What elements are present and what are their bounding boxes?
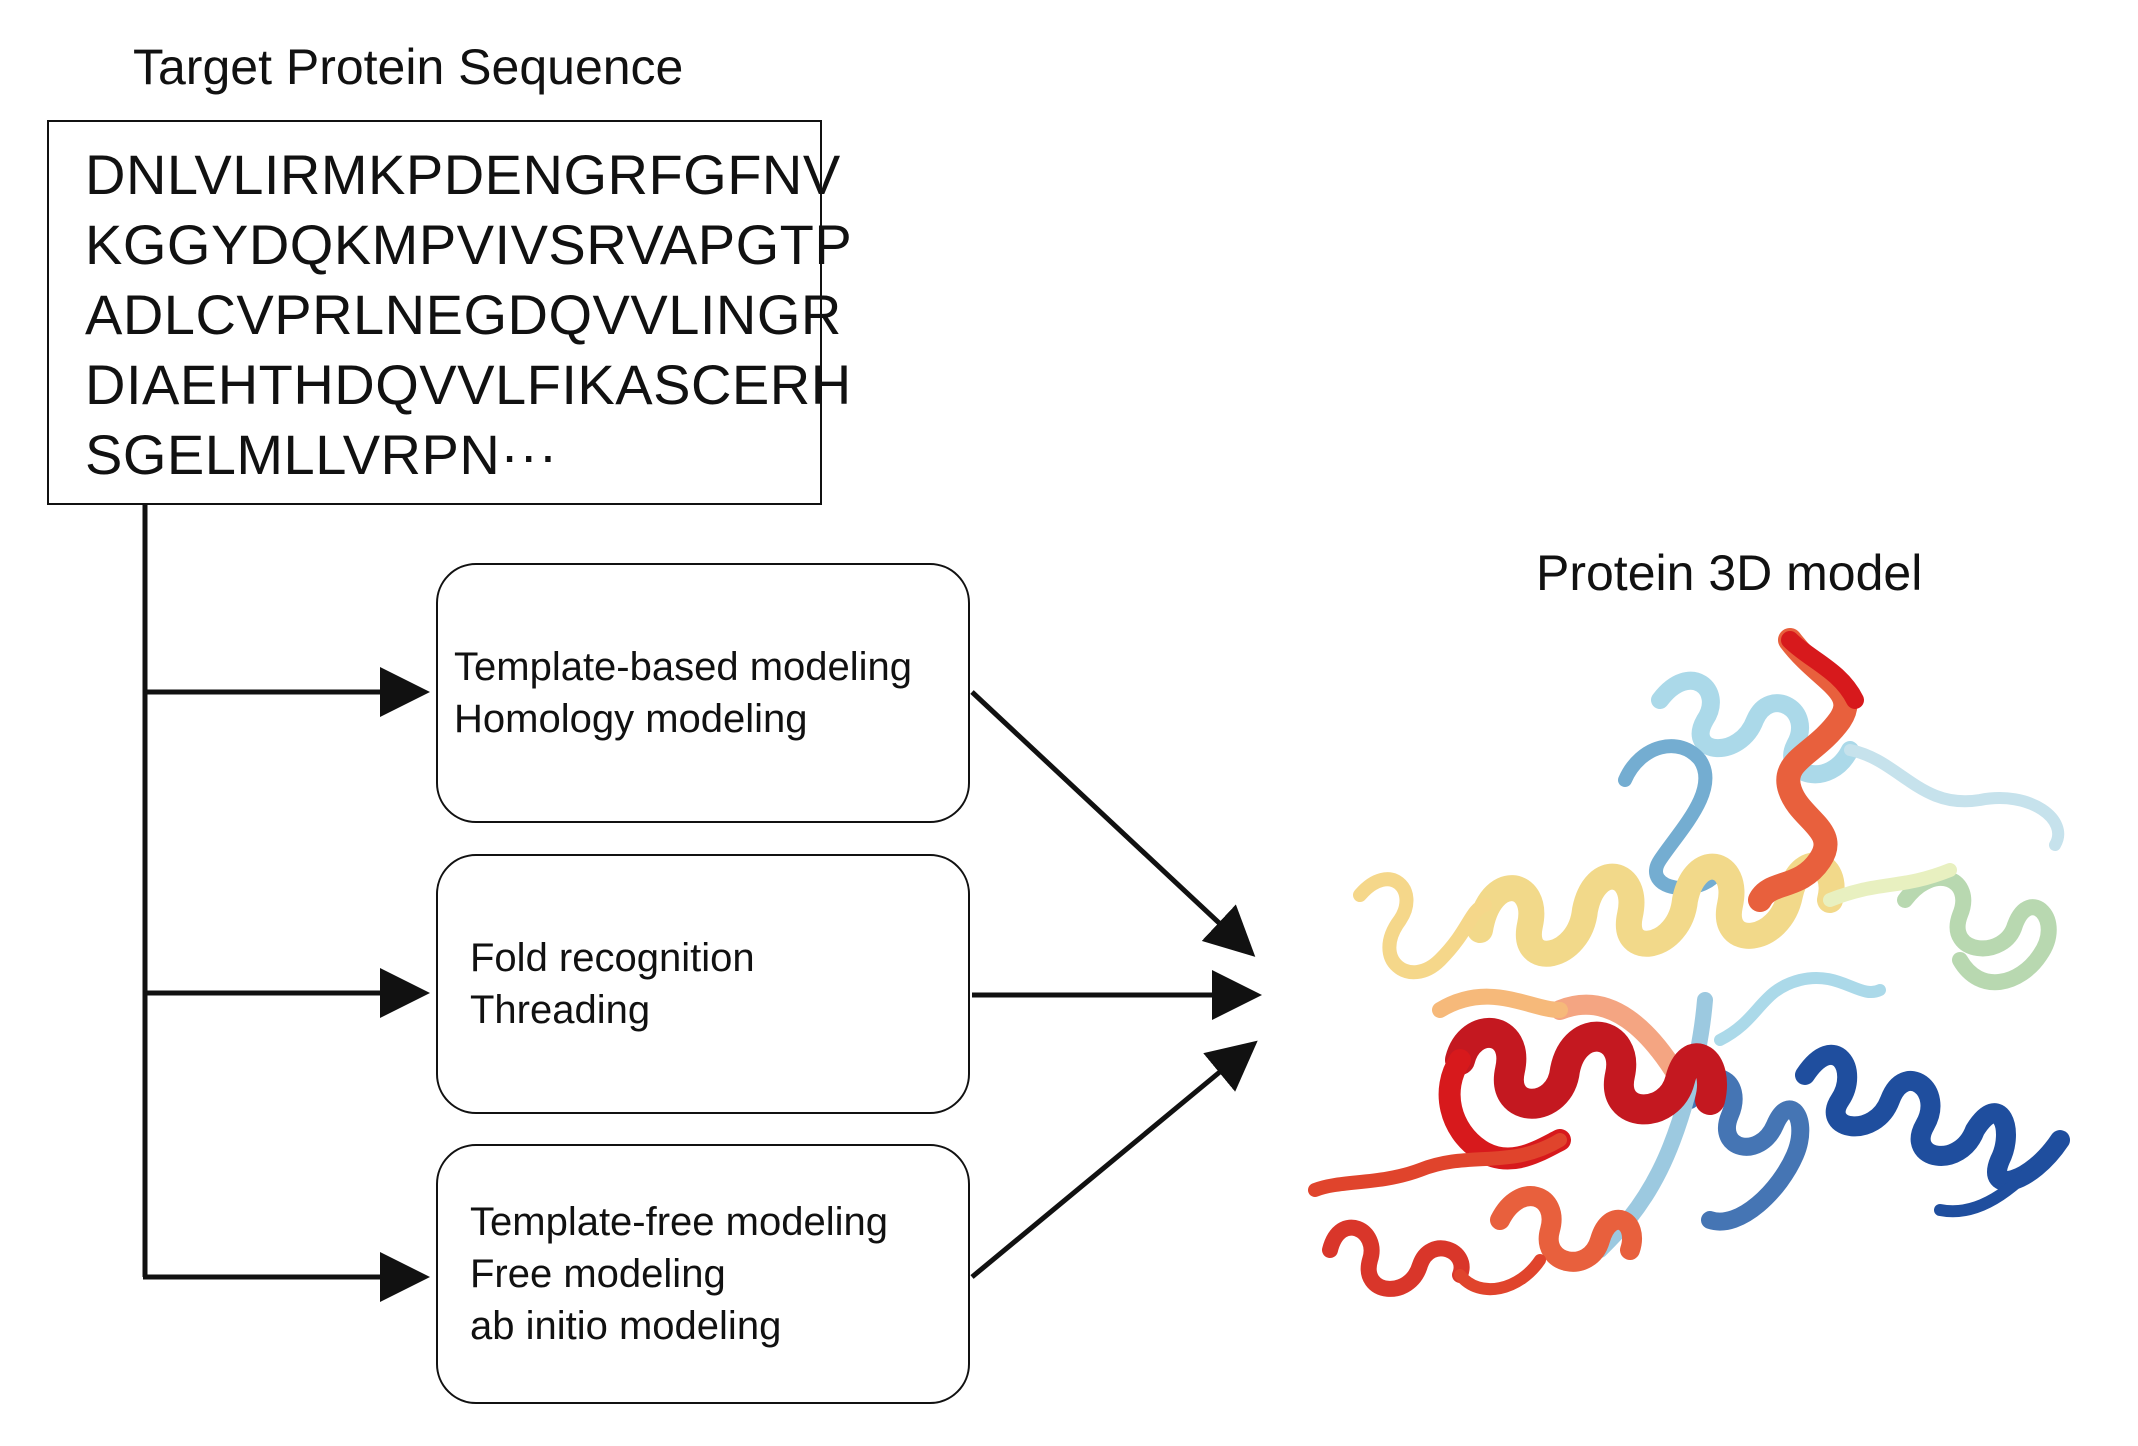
- ribbon-segment: [1454, 1254, 1546, 1296]
- ribbon-segment: [1432, 988, 1568, 1018]
- ribbon-segment: [1823, 863, 1957, 907]
- ribbon-segment: [1681, 1069, 1810, 1231]
- merge-arrow: [970, 690, 1256, 957]
- model-title: Protein 3D model: [1536, 545, 1923, 601]
- merge-arrow: [970, 1040, 1258, 1279]
- method-label: Template-free modeling: [470, 1200, 888, 1244]
- sequence-line: DIAEHTHDQVVLFIKASCERH: [85, 353, 852, 416]
- method-label: ab initio modeling: [470, 1304, 782, 1348]
- method-label: Free modeling: [470, 1252, 726, 1296]
- method-label: Threading: [470, 988, 651, 1032]
- ribbon-segment: [1550, 994, 1690, 1090]
- ribbon-segment: [1714, 972, 1886, 1046]
- template-based-modeling-box: Template-based modeling Homology modelin…: [436, 563, 970, 823]
- ribbon-segment: [1934, 1132, 2068, 1218]
- template-free-modeling-box: Template-free modeling Free modeling ab …: [436, 1144, 970, 1404]
- ribbon-segment: [1322, 1219, 1470, 1297]
- ribbon-segment: [1844, 744, 2065, 851]
- ribbon-segment: [1490, 1186, 1642, 1272]
- ribbon-segment: [1467, 852, 1845, 967]
- ribbon-segment: [1445, 1018, 1727, 1125]
- sequence-line: KGGYDQKMPVIVSRVAPGTP: [85, 213, 853, 276]
- method-label: Homology modeling: [454, 697, 808, 741]
- method-label: Template-based modeling: [454, 645, 913, 689]
- sequence-line: DNLVLIRMKPDENGRFGFNV: [85, 143, 841, 206]
- sequence-line: SGELMLLVRPN···: [85, 423, 558, 486]
- method-label: Fold recognition: [470, 936, 755, 980]
- sequence-title: Target Protein Sequence: [133, 39, 684, 95]
- ribbon-segment: [1781, 631, 1864, 709]
- sequence-line: ADLCVPRLNEGDQVVLINGR: [85, 283, 842, 346]
- ribbon-segment: [1897, 870, 2057, 991]
- ribbon-segment: [1795, 1044, 2070, 1191]
- sequence-box: DNLVLIRMKPDENGRFGFNV KGGYDQKMPVIVSRVAPGT…: [47, 120, 853, 505]
- ribbon-segment: [1308, 1133, 1567, 1197]
- fold-recognition-box: Fold recognition Threading: [436, 854, 970, 1114]
- ribbon-segment: [1353, 872, 1492, 980]
